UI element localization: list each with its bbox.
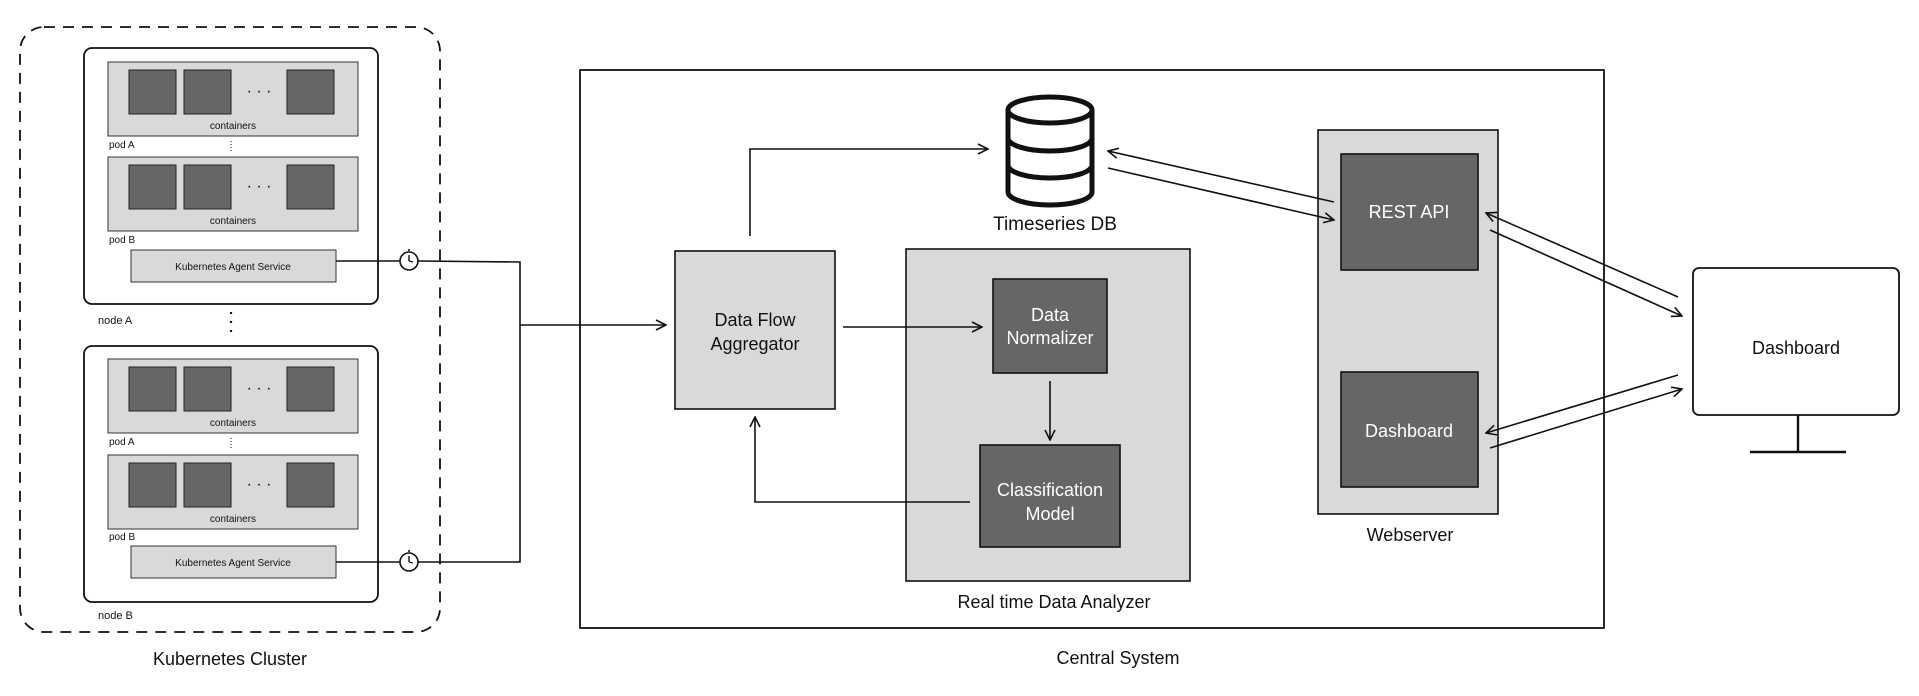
pod-label: pod B [109, 532, 135, 543]
arrow-aggregator-to-db [749, 149, 988, 236]
containers-label: containers [210, 514, 256, 525]
classification-model [979, 444, 1121, 548]
central-system-boundary [579, 69, 1605, 629]
webserver-dashboard [1340, 371, 1479, 488]
container-block [183, 164, 232, 210]
database-icon [1005, 94, 1095, 208]
monitor-dashboard-label: Dashboard [1752, 338, 1840, 358]
arrow-db-to-api [1107, 167, 1334, 220]
container-block [128, 462, 177, 508]
webserver-dashboard-label: Dashboard [1365, 421, 1453, 441]
agent-connectors [336, 249, 666, 572]
container-block [183, 366, 232, 412]
container-block [286, 366, 335, 412]
pod-label: pod B [109, 235, 135, 246]
container-block [286, 69, 335, 115]
monitor-icon [1692, 267, 1900, 454]
agent-service-label: Kubernetes Agent Service [175, 262, 291, 273]
arrow-monitor-to-api [1486, 213, 1679, 298]
agent-service-box [130, 545, 337, 579]
containers-label: containers [210, 121, 256, 132]
normalizer-label-line2: Normalizer [1006, 328, 1093, 348]
arrow-dashboard-to-monitor [1489, 389, 1682, 449]
rest-api-label: REST API [1369, 202, 1450, 222]
aggregator-label-line1: Data Flow [714, 310, 796, 330]
classifier-label-line2: Model [1025, 504, 1074, 524]
arrow-classifier-to-aggregator [755, 417, 970, 503]
arrow-api-to-monitor [1489, 229, 1682, 316]
node-label: node B [98, 610, 133, 622]
cluster-boundary [19, 26, 441, 633]
stopwatch-icon [399, 550, 419, 572]
cluster-title: Kubernetes Cluster [153, 649, 307, 669]
ellipsis: · · · [247, 83, 272, 100]
ellipsis: · · · [247, 178, 272, 195]
webserver-title: Webserver [1367, 525, 1454, 545]
agent-service-label: Kubernetes Agent Service [175, 558, 291, 569]
container-block [128, 69, 177, 115]
central-system-title: Central System [1056, 648, 1179, 668]
central-system: Central System Data Flow Aggregator Time… [579, 69, 1605, 668]
arrow-api-to-db [1108, 151, 1335, 203]
data-normalizer [992, 278, 1108, 374]
container-block [286, 164, 335, 210]
timeseries-db-label: Timeseries DB [993, 214, 1117, 235]
container-block [286, 462, 335, 508]
containers-label: containers [210, 418, 256, 429]
aggregator-label-line2: Aggregator [710, 334, 799, 354]
arrow-monitor-to-dashboard [1486, 374, 1679, 433]
containers-label: containers [210, 216, 256, 227]
container-block [128, 366, 177, 412]
container-block [128, 164, 177, 210]
pod-label: pod A [109, 140, 135, 151]
node-label: node A [98, 315, 133, 327]
rest-api [1340, 153, 1479, 271]
kubernetes-cluster: Kubernetes Cluster · · · containers pod … [19, 26, 441, 669]
ellipsis: · · · [247, 380, 272, 397]
analyzer-title: Real time Data Analyzer [957, 592, 1150, 612]
container-block [183, 69, 232, 115]
agent-service-box [130, 249, 337, 283]
ellipsis: · · · [247, 476, 272, 493]
pod-label: pod A [109, 437, 135, 448]
monitor-screen [1692, 267, 1900, 416]
data-flow-aggregator [674, 250, 836, 410]
classifier-label-line1: Classification [997, 480, 1103, 500]
stopwatch-icon [399, 249, 419, 271]
node-b: · · · containers pod A · · · containers … [83, 345, 379, 622]
node-a: · · · containers pod A · · · containers … [83, 47, 379, 327]
normalizer-label-line1: Data [1031, 305, 1070, 325]
container-block [183, 462, 232, 508]
